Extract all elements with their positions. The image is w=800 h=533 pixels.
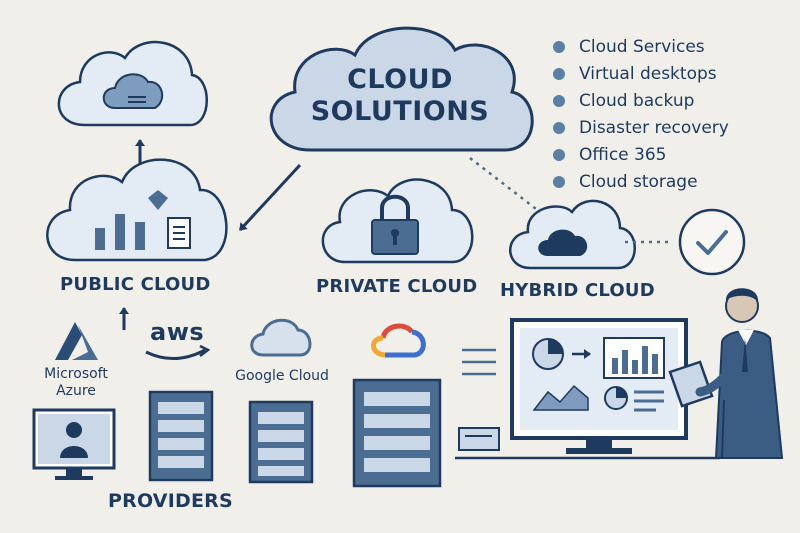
service-label: Cloud storage bbox=[579, 172, 698, 192]
service-item: Office 365 bbox=[553, 142, 729, 169]
service-label: Office 365 bbox=[579, 145, 667, 165]
service-item: Disaster recovery bbox=[553, 115, 729, 142]
aws-label: aws bbox=[150, 318, 205, 346]
bullet-icon bbox=[553, 41, 565, 53]
central-title: CLOUD SOLUTIONS bbox=[300, 64, 500, 128]
hybrid-cloud-label: HYBRID CLOUD bbox=[500, 280, 655, 301]
service-label: Cloud Services bbox=[579, 37, 705, 57]
device-box-icon bbox=[458, 427, 500, 451]
dotted-link bbox=[469, 157, 541, 213]
person-icon bbox=[714, 288, 784, 459]
server-rack-icon bbox=[248, 400, 314, 484]
hybrid-cloud-icon bbox=[509, 199, 636, 270]
google-cloud-label: Google Cloud bbox=[235, 368, 329, 384]
top-cloud-icon bbox=[57, 41, 208, 127]
azure-line-1: Microsoft bbox=[44, 366, 108, 382]
server-rack-icon bbox=[148, 390, 214, 482]
azure-line-2: Azure bbox=[56, 383, 96, 399]
azure-logo-icon bbox=[55, 322, 98, 360]
check-circle-icon bbox=[678, 208, 746, 276]
private-cloud-label: PRIVATE CLOUD bbox=[316, 276, 478, 297]
monitor-icon bbox=[32, 408, 116, 480]
service-item: Virtual desktops bbox=[553, 61, 729, 88]
bullet-icon bbox=[553, 149, 565, 161]
service-item: Cloud backup bbox=[553, 88, 729, 115]
left-arrow-icon bbox=[238, 163, 302, 232]
public-cloud-icon bbox=[46, 158, 228, 262]
title-line-1: CLOUD bbox=[347, 64, 453, 95]
service-item: Cloud Services bbox=[553, 34, 729, 61]
colored-cloud-icon bbox=[371, 323, 426, 358]
title-line-2: SOLUTIONS bbox=[310, 96, 490, 127]
bullet-icon bbox=[553, 122, 565, 134]
azure-label: Microsoft Azure bbox=[30, 366, 122, 400]
providers-label: PROVIDERS bbox=[108, 490, 233, 512]
dashboard-monitor-icon bbox=[510, 318, 688, 454]
service-label: Virtual desktops bbox=[579, 64, 717, 84]
aws-smile-icon bbox=[145, 348, 206, 360]
tablet-icon bbox=[668, 360, 735, 408]
services-list: Cloud Services Virtual desktops Cloud ba… bbox=[553, 34, 729, 196]
public-cloud-label: PUBLIC CLOUD bbox=[60, 274, 211, 295]
private-cloud-icon bbox=[321, 178, 474, 264]
service-label: Disaster recovery bbox=[579, 118, 729, 138]
server-rack-icon bbox=[352, 378, 442, 488]
bullet-icon bbox=[553, 68, 565, 80]
bullet-icon bbox=[553, 176, 565, 188]
bullet-icon bbox=[553, 95, 565, 107]
service-label: Cloud backup bbox=[579, 91, 695, 111]
google-cloud-icon bbox=[250, 318, 312, 357]
service-item: Cloud storage bbox=[553, 169, 729, 196]
central-cloud-icon bbox=[269, 26, 534, 152]
